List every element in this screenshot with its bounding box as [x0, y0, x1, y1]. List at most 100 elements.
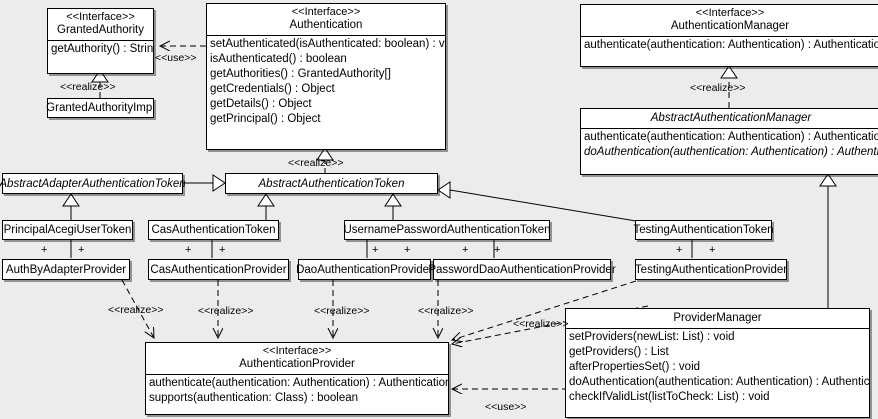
class-member: doAuthentication(authentication: Authent…: [584, 146, 878, 158]
class-member: authenticate(authentication: Authenticat…: [149, 377, 448, 389]
class-authentication-manager[interactable]: <<Interface>> AuthenticationManager auth…: [580, 4, 878, 67]
assoc-visibility-marker: +: [41, 244, 48, 256]
class-member: isAuthenticated() : boolean: [210, 53, 347, 65]
edge-label-realize-daoauthenticationprovider: <<realize>>: [314, 305, 370, 317]
class-member: getCredentials() : Object: [210, 83, 335, 95]
class-testing-authentication-token[interactable]: TestingAuthenticationToken: [633, 220, 774, 240]
compartment-divider: [581, 36, 878, 37]
class-name: TestingAuthenticationToken: [633, 224, 774, 236]
edge-label-use-authentication-grantedauthority: <<use>>: [155, 52, 197, 64]
class-password-dao-authentication-provider[interactable]: PasswordDaoAuthenticationProvider: [428, 259, 616, 280]
class-name: PasswordDaoAuthenticationProvider: [428, 263, 616, 276]
class-auth-by-adapter-provider[interactable]: AuthByAdapterProvider: [2, 259, 130, 280]
compartment-divider: [48, 40, 153, 41]
edge-label-realize-providermanager: <<realize>>: [513, 318, 569, 330]
class-name: AuthenticationManager: [670, 20, 790, 32]
class-member: getProviders() : List: [569, 346, 669, 358]
class-member: getAuthorities() : GrantedAuthority[]: [210, 68, 391, 80]
class-name: UsernamePasswordAuthenticationToken: [343, 224, 551, 236]
edge-label-realize-grantedauthorityimpl: <<realize>>: [60, 81, 116, 93]
edge-label-realize-abstractauthenticationtoken: <<realize>>: [288, 157, 344, 169]
class-member: checkIfValidList(listToCheck: List) : vo…: [569, 391, 770, 403]
class-abstract-authentication-manager[interactable]: AbstractAuthenticationManager authentica…: [580, 108, 878, 175]
class-name: GrantedAuthorityImpl: [46, 102, 155, 114]
assoc-visibility-marker: +: [219, 244, 226, 256]
class-stereotype: <<Interface>>: [262, 345, 332, 357]
class-name: TestingAuthenticationProvider: [634, 263, 788, 276]
edge-label-realize-authbyadapterprovider: <<realize>>: [108, 304, 164, 316]
class-header: ProviderManager: [566, 309, 869, 328]
class-members: getAuthority() : String: [48, 41, 153, 58]
edge-generalize-testingauthenticationtoken: [437, 181, 637, 222]
assoc-visibility-marker: +: [404, 244, 411, 256]
edge-generalize-abstractadapter-to-abstracttoken: [183, 174, 226, 192]
class-abstract-adapter-authentication-token[interactable]: AbstractAdapterAuthenticationToken: [0, 173, 186, 194]
class-member: doAuthentication(authentication: Authent…: [569, 376, 869, 388]
edge-label-realize-abstractauthenticationmanager: <<realize>>: [690, 82, 746, 94]
class-name: AuthByAdapterProvider: [5, 263, 127, 276]
class-header: AbstractAuthenticationManager: [581, 109, 878, 128]
class-name: DaoAuthenticationProvider: [296, 263, 433, 276]
class-name: AbstractAuthenticationManager: [650, 112, 812, 124]
assoc-visibility-marker: +: [676, 244, 683, 256]
assoc-visibility-marker: +: [372, 244, 379, 256]
class-members: authenticate(authentication: Authenticat…: [581, 37, 878, 54]
class-name: ProviderManager: [673, 312, 762, 324]
compartment-divider: [566, 328, 869, 329]
class-members: setProviders(newList: List) : void getPr…: [566, 329, 869, 406]
edge-label-realize-casauthenticationprovider: <<realize>>: [198, 305, 254, 317]
compartment-divider: [207, 35, 445, 36]
class-member: authenticate(authentication: Authenticat…: [584, 131, 878, 143]
class-name: GrantedAuthority: [57, 24, 144, 36]
class-stereotype: <<Interface>>: [291, 6, 361, 18]
class-cas-authentication-token[interactable]: CasAuthenticationToken: [148, 220, 279, 240]
class-header: <<Interface>> AuthenticationManager: [581, 5, 878, 36]
class-members: authenticate(authentication: Authenticat…: [581, 129, 878, 161]
class-header: <<Interface>> GrantedAuthority: [48, 9, 153, 40]
class-name: Authentication: [289, 19, 363, 31]
class-member: setAuthenticated(isAuthenticated: boolea…: [210, 38, 445, 50]
class-granted-authority-impl[interactable]: GrantedAuthorityImpl: [46, 98, 155, 118]
class-name: CasAuthenticationToken: [151, 224, 276, 236]
class-members: authenticate(authentication: Authenticat…: [146, 375, 448, 407]
compartment-divider: [146, 374, 448, 375]
class-header: <<Interface>> AuthenticationProvider: [146, 343, 448, 374]
class-granted-authority[interactable]: <<Interface>> GrantedAuthority getAuthor…: [47, 8, 154, 74]
class-header: <<Interface>> Authentication: [207, 4, 445, 35]
class-member: getPrincipal() : Object: [210, 113, 321, 125]
class-members: setAuthenticated(isAuthenticated: boolea…: [207, 36, 445, 128]
class-principal-acegi-user-token[interactable]: PrincipalAcegiUserToken: [2, 220, 133, 240]
edge-generalize-principalacegiusertoken: [62, 193, 80, 220]
class-member: supports(authentication: Class) : boolea…: [149, 392, 359, 404]
class-member: getDetails() : Object: [210, 98, 312, 110]
class-member: afterPropertiesSet() : void: [569, 361, 701, 373]
class-authentication[interactable]: <<Interface>> Authentication setAuthenti…: [206, 3, 446, 150]
edge-generalize-providermanager: [819, 173, 837, 308]
class-member: getAuthority() : String: [51, 43, 153, 55]
class-stereotype: <<Interface>>: [66, 11, 135, 23]
edge-generalize-casauthenticationtoken: [257, 193, 275, 220]
assoc-visibility-marker: +: [462, 244, 469, 256]
edge-label-realize-passworddaoauthenticationprovider: <<realize>>: [418, 305, 474, 317]
class-name: AbstractAdapterAuthenticationToken: [0, 177, 186, 190]
assoc-visibility-marker: +: [709, 244, 716, 256]
compartment-divider: [581, 128, 878, 129]
edge-label-use-providermanager-authenticationprovider: <<use>>: [485, 401, 527, 413]
class-cas-authentication-provider[interactable]: CasAuthenticationProvider: [148, 259, 289, 280]
class-dao-authentication-provider[interactable]: DaoAuthenticationProvider: [296, 259, 433, 280]
class-name: AbstractAuthenticationToken: [258, 177, 405, 190]
assoc-visibility-marker: +: [494, 244, 501, 256]
class-member: setProviders(newList: List) : void: [569, 331, 735, 343]
class-stereotype: <<Interface>>: [695, 7, 765, 19]
class-name: CasAuthenticationProvider: [150, 263, 287, 276]
class-name: AuthenticationProvider: [239, 358, 355, 370]
class-authentication-provider[interactable]: <<Interface>> AuthenticationProvider aut…: [145, 342, 449, 415]
class-abstract-authentication-token[interactable]: AbstractAuthenticationToken: [225, 173, 438, 194]
assoc-visibility-marker: +: [185, 244, 192, 256]
class-testing-authentication-provider[interactable]: TestingAuthenticationProvider: [635, 259, 787, 280]
class-provider-manager[interactable]: ProviderManager setProviders(newList: Li…: [565, 308, 870, 418]
class-name: PrincipalAcegiUserToken: [3, 224, 132, 236]
assoc-visibility-marker: +: [78, 244, 85, 256]
class-username-password-authentication-token[interactable]: UsernamePasswordAuthenticationToken: [343, 220, 551, 240]
